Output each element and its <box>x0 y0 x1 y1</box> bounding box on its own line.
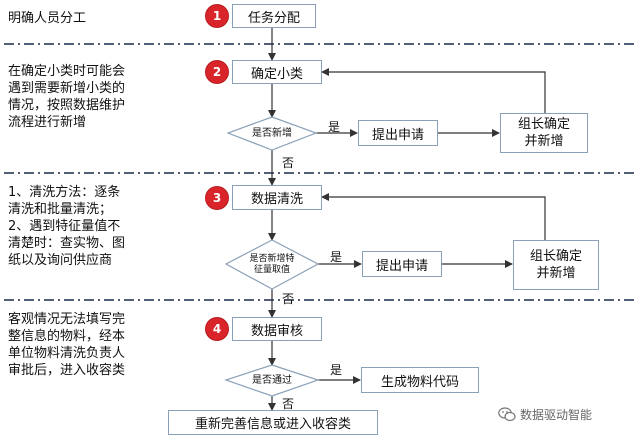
leader-confirm-add-box: 组长确定 并新增 <box>513 240 599 290</box>
wechat-watermark: 数据驱动智能 <box>498 406 592 423</box>
decision-label-new-subclass: 是否新增 <box>252 128 292 139</box>
step-data-cleansing: 数据清洗 <box>232 185 322 210</box>
decision-diamond-new-subclass <box>226 116 318 151</box>
leader-confirm-line1: 组长确定 <box>517 117 570 132</box>
section4-description: 客观情况无法填写完 整信息的物料，经本 单位物料清洗负责人 审批后，进入收容类 <box>8 312 126 378</box>
submit-application-box: 提出申请 <box>358 120 438 146</box>
decision-line2: 征量取值 <box>253 264 290 275</box>
step-number-badge: 4 <box>206 318 228 340</box>
step-confirm-subclass: 确定小类 <box>232 60 322 84</box>
decision-line1: 是否新增特 <box>249 253 295 264</box>
decision-label-new-feature: 是否新增特 征量取值 <box>230 248 314 281</box>
decision-diamond-new-feature <box>224 239 320 290</box>
step-number-badge: 1 <box>206 5 228 27</box>
watermark-text: 数据驱动智能 <box>520 408 593 422</box>
generate-material-code-box: 生成物料代码 <box>361 367 479 393</box>
section3-description: 1、清洗方法：逐条 清洗和批量清洗； 2、遇到特征量值不 清楚时：查实物、图 纸… <box>8 185 126 268</box>
wechat-icon <box>498 407 516 422</box>
edge-label-no: 否 <box>282 397 295 411</box>
leader-confirm-line2: 并新增 <box>524 134 564 149</box>
step-data-review: 数据审核 <box>232 317 322 341</box>
step-number-badge: 3 <box>206 187 228 209</box>
decision-diamond-pass <box>224 364 320 397</box>
submit-application-box: 提出申请 <box>362 251 442 277</box>
leader-confirm-add-box: 组长确定 并新增 <box>500 113 588 153</box>
section2-description: 在确定小类时可能会 遇到需要新增小类的 情况，按照数据维护 流程进行新增 <box>8 64 126 130</box>
leader-confirm-line2: 并新增 <box>536 266 576 281</box>
section-separators <box>4 43 636 301</box>
decision-label-pass: 是否通过 <box>252 375 292 386</box>
edge-label-yes: 是 <box>330 363 343 377</box>
section1-description: 明确人员分工 <box>8 11 87 26</box>
edge-label-yes: 是 <box>328 120 341 134</box>
step-number-badge: 2 <box>206 61 228 83</box>
step-task-assignment: 任务分配 <box>232 4 316 28</box>
edge-label-yes: 是 <box>330 250 343 264</box>
leader-confirm-line1: 组长确定 <box>529 249 582 264</box>
edge-label-no: 否 <box>282 292 295 306</box>
refine-or-holding-box: 重新完善信息或进入收容类 <box>168 410 378 435</box>
edge-label-no: 否 <box>282 156 295 170</box>
